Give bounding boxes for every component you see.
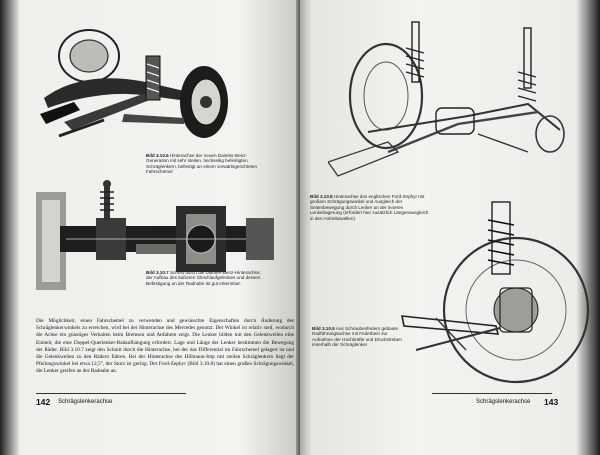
figure-caption-text: Schnitt durch die Daimler-Benz-Hinterach… <box>146 270 261 286</box>
figure-caption-text: Hinterachse des englischen Ford-Zephyr m… <box>310 194 429 221</box>
running-head: Schrägslenkerachse <box>476 399 531 405</box>
figure-caption: Bild 3.10.8 Hinterachse des englischen F… <box>310 194 430 221</box>
figure-caption-text: Aus Schraubenfedern gebaute Radführungsa… <box>312 326 402 348</box>
figure-caption-text: Hinterachse der neuen Daimler-Benz-Gener… <box>146 153 258 175</box>
page-number: 142 <box>36 397 51 407</box>
body-paragraph: Die Möglichkeit, einen Fahrschemel zu ve… <box>36 318 294 375</box>
figure-rear-axle-perspective <box>40 29 228 138</box>
running-head: Schrägslenkerachse <box>58 399 113 405</box>
right-page: Bild 3.10.8 Hinterachse des englischen F… <box>300 0 600 455</box>
figure-label: Bild 3.10.8 <box>310 194 333 199</box>
figure-caption: Bild 3.10.7 Schnitt durch die Daimler-Be… <box>146 270 266 286</box>
figure-ford-zephyr-axle <box>328 21 565 177</box>
figure-label: Bild 3.10.9 <box>312 326 335 331</box>
figure-label: Bild 3.10.6 <box>146 153 169 158</box>
figure-axle-section <box>36 180 274 290</box>
footer-rule <box>36 393 186 394</box>
figure-caption: Bild 3.10.9 Aus Schraubenfedern gebaute … <box>312 326 408 348</box>
figure-strut-axle <box>401 201 590 384</box>
left-page: Bild 3.10.6 Hinterachse der neuen Daimle… <box>0 0 300 455</box>
page-number: 143 <box>544 397 559 407</box>
figure-caption: Bild 3.10.6 Hinterachse der neuen Daimle… <box>146 153 260 175</box>
figure-label: Bild 3.10.7 <box>146 270 169 275</box>
footer-rule <box>432 393 552 394</box>
